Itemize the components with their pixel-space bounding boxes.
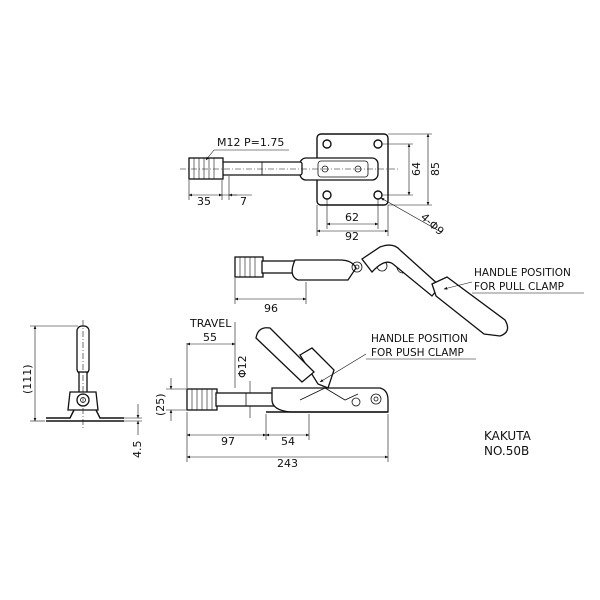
push-note-line2: FOR PUSH CLAMP — [371, 347, 464, 359]
push-clamp-view: Φ12 (25) TRAVEL 55 97 54 243 HANDLE POSI… — [154, 317, 476, 470]
dim-25: (25) — [154, 393, 167, 416]
pull-threaded-end — [234, 256, 264, 278]
title-block: KAKUTA NO.50B — [484, 429, 532, 458]
dim-phi12: Φ12 — [236, 355, 249, 378]
travel-label: TRAVEL — [189, 317, 232, 330]
dim-85: 85 — [429, 162, 442, 176]
push-handle-arm — [299, 347, 335, 389]
dim-35: 35 — [197, 195, 211, 208]
dim-4-5: 4.5 — [131, 441, 144, 459]
dim-111: (111) — [21, 364, 34, 394]
push-plunger-rod — [215, 392, 275, 407]
dim-7: 7 — [240, 195, 247, 208]
maker-name: KAKUTA — [484, 429, 532, 443]
side-view: (111) 4.5 — [21, 320, 144, 458]
pull-clamp-view: 96 HANDLE POSITION FOR PULL CLAMP — [234, 244, 584, 337]
dim-92: 92 — [345, 230, 359, 243]
hole-callout: 4-Φ9 — [418, 211, 446, 238]
top-view: M12 P=1.75 35 7 64 85 62 92 4-Φ9 — [180, 133, 446, 243]
dim-243: 243 — [277, 457, 298, 470]
model-number: NO.50B — [484, 444, 529, 458]
push-handle-grip — [255, 327, 315, 383]
dim-97: 97 — [221, 435, 235, 448]
dim-54: 54 — [281, 435, 295, 448]
pull-note-line2: FOR PULL CLAMP — [474, 281, 564, 293]
thread-spec-label: M12 P=1.75 — [217, 136, 284, 149]
push-note-line1: HANDLE POSITION — [371, 333, 468, 345]
dim-96: 96 — [264, 302, 278, 315]
push-base-body — [271, 387, 389, 413]
pull-body — [291, 259, 357, 281]
pull-handle-arm — [361, 244, 441, 297]
dim-62: 62 — [345, 211, 359, 224]
pull-note-line1: HANDLE POSITION — [474, 267, 571, 279]
dim-55: 55 — [203, 331, 217, 344]
pull-handle-grip — [431, 276, 509, 337]
dim-64: 64 — [410, 162, 423, 176]
